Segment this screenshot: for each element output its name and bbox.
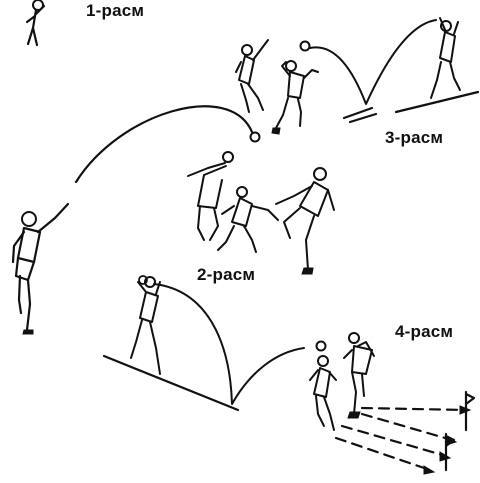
figure-4-receiver	[343, 332, 375, 419]
figure-3-caption: 3-расм	[385, 128, 444, 147]
throw-trajectory-long	[74, 105, 254, 184]
court-floor-line	[102, 354, 240, 412]
court-floor-line	[342, 90, 480, 124]
flag-markers	[444, 390, 476, 472]
figure-3-player-pair	[235, 39, 319, 135]
figure-4-defender	[309, 355, 337, 431]
ball-icon	[315, 340, 327, 352]
figure-2-player-group	[187, 151, 335, 275]
bounce-pass-trajectory	[309, 19, 437, 105]
bounce-pass-trajectory	[153, 283, 305, 405]
figure-4-thrower	[130, 275, 161, 375]
figure-1-thrower-top	[25, 0, 46, 47]
ball-icon	[249, 131, 261, 143]
figure-1-thrower-left	[11, 202, 70, 335]
figure-3-receiver	[430, 17, 461, 99]
figure-4-caption: 4-расм	[395, 322, 454, 341]
figure-2-caption: 2-расм	[197, 265, 256, 284]
figure-1-caption: 1-расм	[86, 1, 145, 20]
ball-icon	[299, 40, 311, 52]
